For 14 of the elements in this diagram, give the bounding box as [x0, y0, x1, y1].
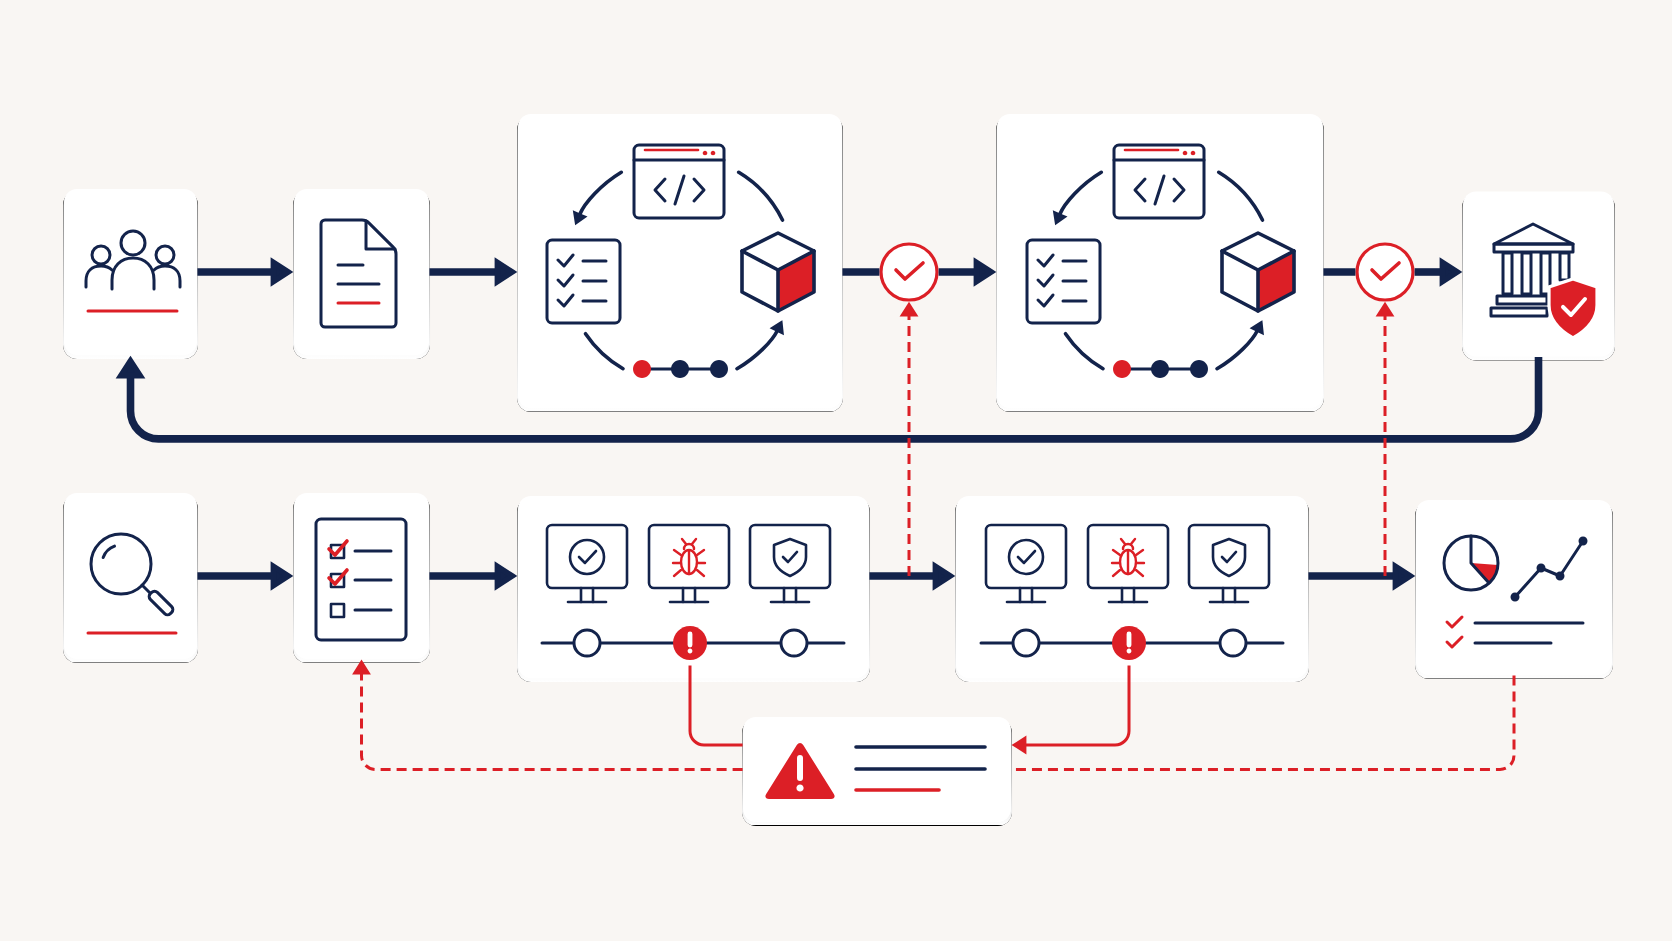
card	[517, 114, 843, 412]
alert-dot	[1112, 626, 1146, 660]
card	[63, 493, 198, 663]
connector-line	[688, 665, 743, 747]
card	[293, 189, 430, 359]
alert-dot	[673, 626, 707, 660]
card	[63, 189, 198, 359]
card	[955, 496, 1309, 682]
card	[517, 496, 870, 682]
card	[293, 493, 430, 663]
check-circle	[879, 242, 939, 302]
card	[1415, 500, 1613, 679]
check-circle	[1355, 242, 1415, 302]
card	[996, 114, 1324, 412]
